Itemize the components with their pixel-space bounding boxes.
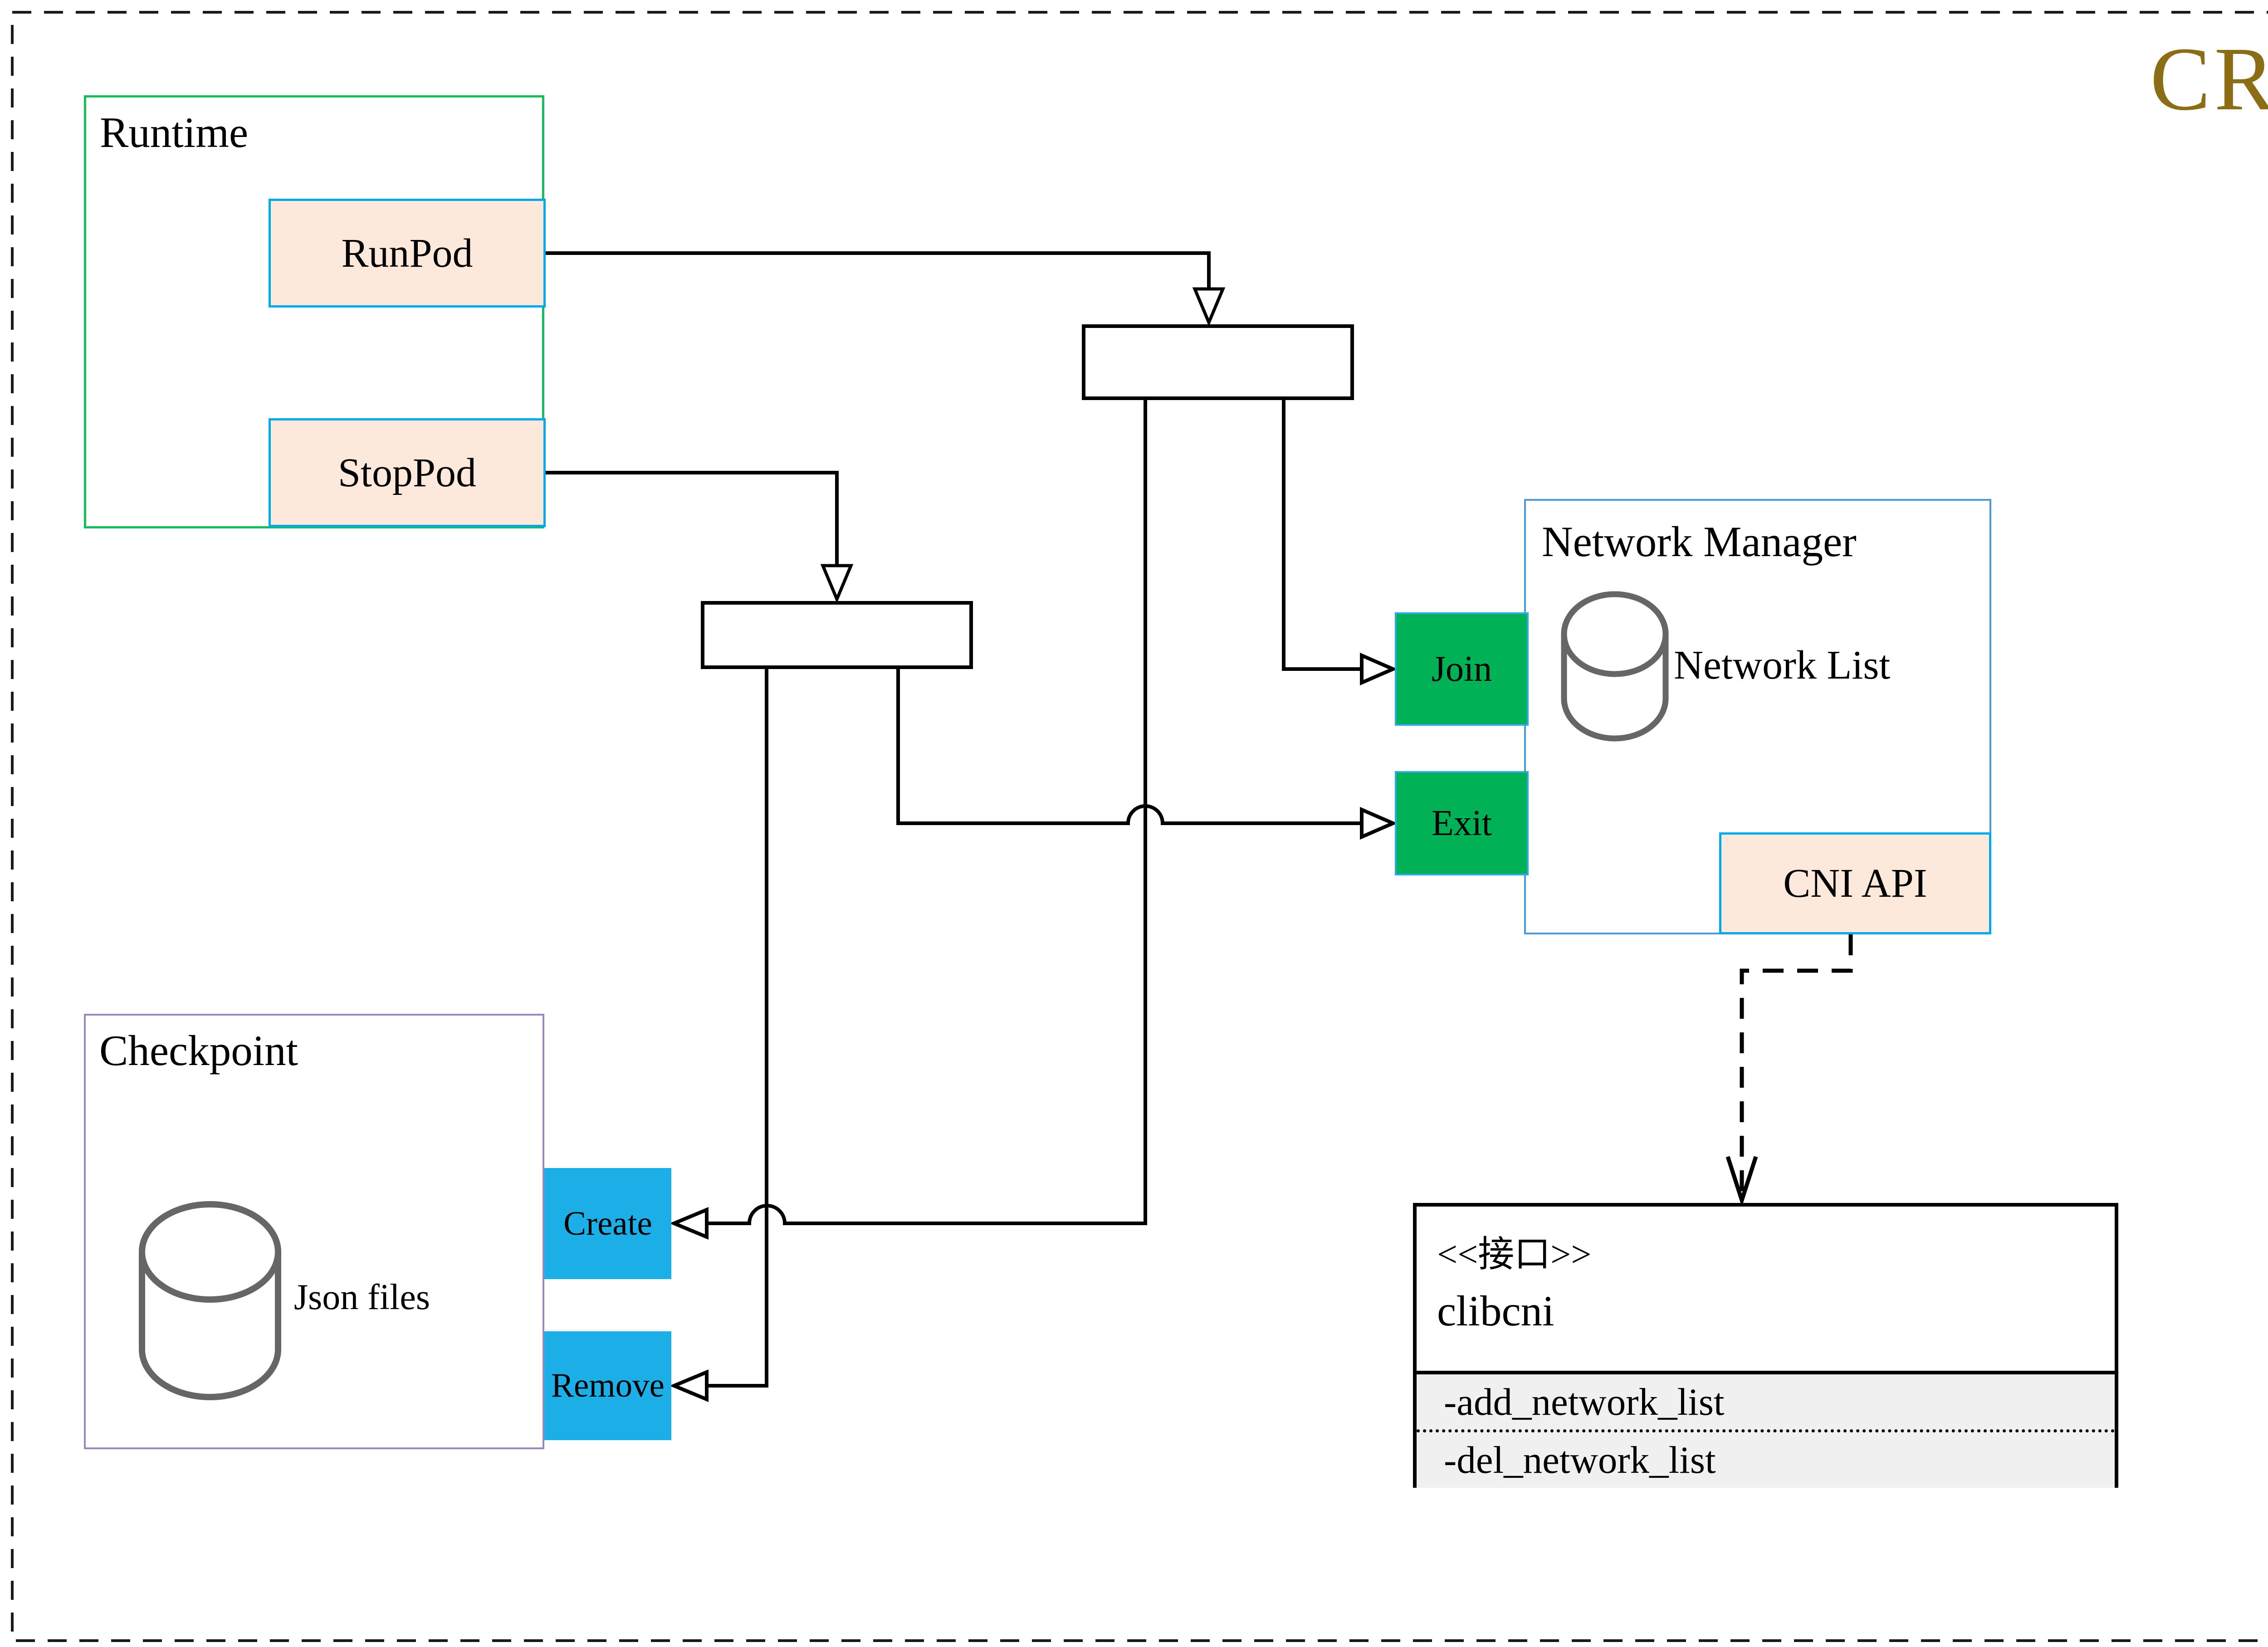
cni-api-label: CNI API [1783, 861, 1927, 906]
network-list-label: Network List [1674, 643, 1891, 688]
exit-node: Exit [1395, 771, 1529, 875]
join-label: Join [1431, 649, 1492, 689]
runpod-label: RunPod [341, 230, 473, 276]
checkpoint-title: Checkpoint [99, 1026, 298, 1075]
wire-stage2-to-exit [896, 669, 1363, 825]
arrowhead-left-create [669, 1207, 709, 1240]
clibcni-header: <<接口>> clibcni [1417, 1207, 2115, 1371]
cri-badge: CRI [2150, 29, 2268, 129]
exit-label: Exit [1431, 803, 1492, 843]
runtime-title: Runtime [100, 108, 249, 156]
stoppod-node: StopPod [269, 418, 546, 527]
stage-box-1 [1082, 324, 1354, 400]
arrowhead-left-remove [669, 1369, 709, 1402]
json-files-db-icon [139, 1201, 281, 1400]
arrowhead-right-exit [1360, 806, 1398, 840]
clibcni-name: clibcni [1437, 1287, 1554, 1335]
wire-stoppod-to-stage2 [546, 471, 839, 566]
clibcni-stereotype: <<接口>> [1437, 1235, 1592, 1275]
arrowhead-right-join [1360, 652, 1398, 686]
wire-runpod-to-stage1 [546, 251, 1211, 289]
clibcni-interface-box: <<接口>> clibcni -add_network_list -del_ne… [1413, 1203, 2118, 1488]
wire-stage2-to-remove [708, 669, 768, 1388]
page-dashed-border [11, 11, 2268, 1642]
remove-node: Remove [544, 1331, 671, 1440]
create-label: Create [563, 1204, 652, 1242]
network-list-db-icon [1561, 591, 1669, 742]
clibcni-method-add: -add_network_list [1444, 1380, 1725, 1423]
stage-box-2 [701, 601, 973, 669]
create-node: Create [544, 1168, 671, 1279]
arrowhead-open-clibcni [1725, 1156, 1758, 1207]
clibcni-methods-section: -add_network_list -del_network_list [1417, 1371, 2115, 1488]
join-node: Join [1395, 612, 1529, 726]
arrowhead-down-stage2 [820, 564, 854, 604]
json-files-label: Json files [294, 1277, 430, 1317]
clibcni-method-del: -del_network_list [1444, 1438, 1716, 1481]
wire-stage1-to-create [708, 400, 1147, 1225]
stoppod-label: StopPod [337, 450, 477, 495]
cni-api-node: CNI API [1719, 832, 1991, 934]
wire-stage1-to-join [1282, 400, 1363, 671]
clibcni-method-divider [1417, 1429, 2115, 1432]
network-manager-title: Network Manager [1542, 518, 1857, 566]
remove-label: Remove [551, 1367, 665, 1404]
runpod-node: RunPod [269, 199, 546, 308]
arrowhead-down-stage1 [1192, 287, 1226, 327]
wire-cniapi-to-clibcni [1740, 934, 1853, 1193]
